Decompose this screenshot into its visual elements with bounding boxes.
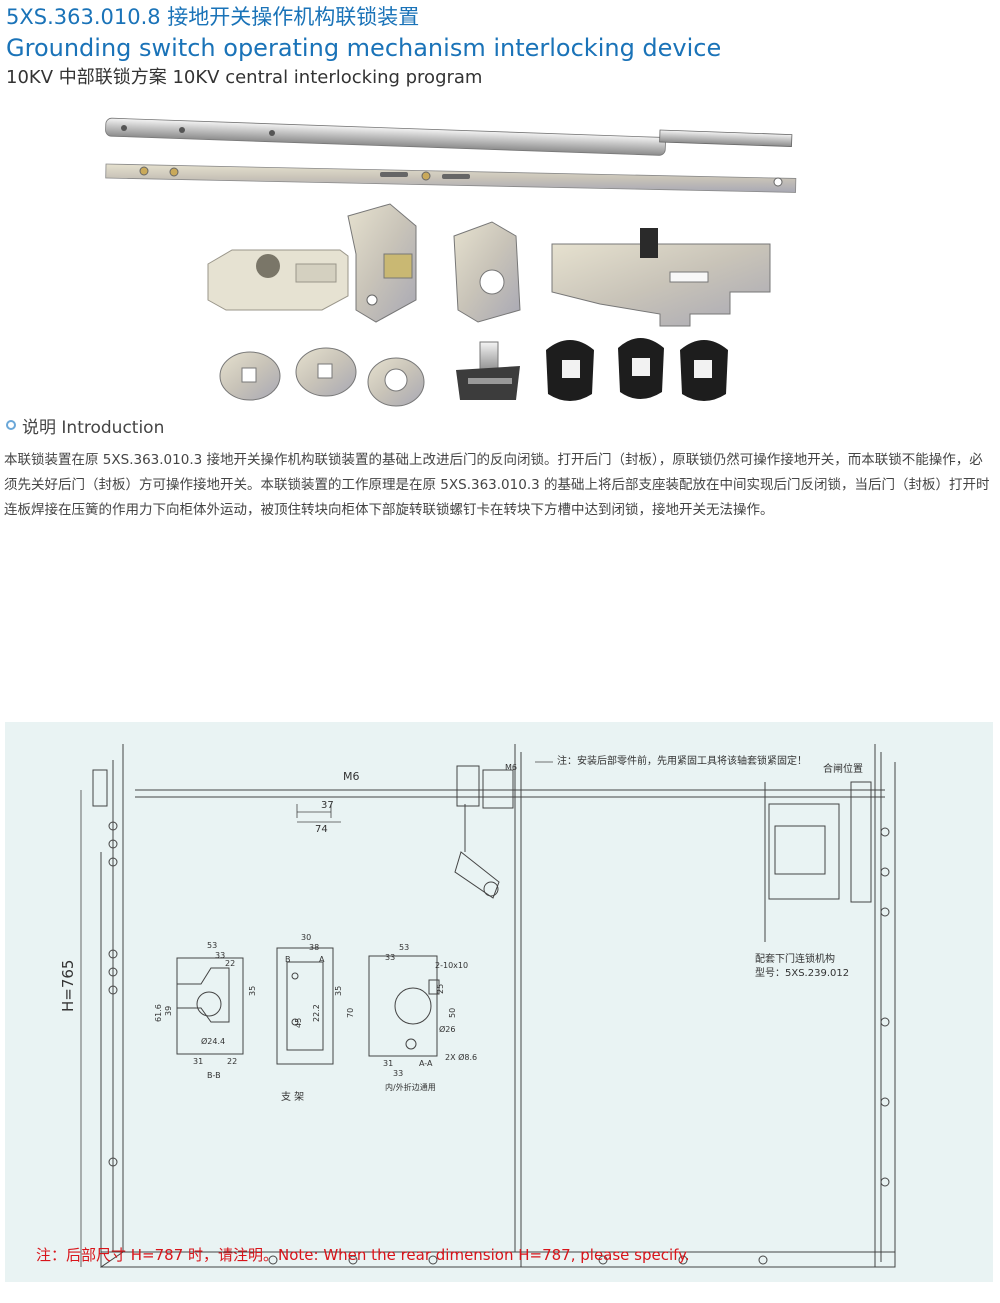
footer-note: 注：后部尺寸 H=787 时，请注明。Note: When the rear d…: [36, 1246, 690, 1264]
dim-text: 38: [309, 943, 319, 952]
dim-text: 39: [164, 1006, 173, 1016]
spring-bracket: [347, 203, 417, 323]
height-label: H=765: [59, 960, 77, 1012]
plate-bracket: [453, 221, 521, 323]
intro-heading: 说明 Introduction: [6, 412, 164, 438]
dim-74: 74: [315, 824, 328, 835]
m6-label: M6: [343, 770, 360, 783]
dim-text: 30: [301, 933, 311, 942]
dim-text: 50: [448, 1008, 457, 1018]
dim-text: 35: [334, 986, 343, 996]
dim-text: 33: [215, 951, 225, 960]
circle-bullet-icon: [6, 420, 16, 430]
technical-drawing-svg: H=765 M6 37 74 注：安装后部零件前，先用紧固工具将该轴套锁紧固定！…: [59, 744, 896, 1268]
dim-text: 61.6: [154, 1004, 163, 1022]
key-handle: [456, 341, 520, 400]
closing-position: 合闸位置: [823, 762, 863, 775]
large-frame: [551, 228, 771, 327]
dim-text: 2-10x10: [435, 961, 468, 970]
matching-mechanism: 配套下门连锁机构: [755, 952, 835, 965]
subtitle: 10KV 中部联锁方案 10KV central interlocking pr…: [6, 67, 483, 88]
product-photos: [105, 117, 797, 407]
dim-text: 内/外折边通用: [385, 1082, 436, 1092]
dim-text: B-B: [207, 1071, 221, 1080]
dim-text: Ø24.4: [201, 1036, 225, 1046]
dim-37: 37: [321, 800, 334, 811]
plastic-lock-block: [207, 249, 349, 311]
dim-text: Ø26: [439, 1024, 455, 1034]
dim-text: 33: [385, 953, 395, 962]
bracket-label: 支 架: [281, 1091, 304, 1103]
m6-small: M6: [505, 763, 517, 772]
dim-text: B: [285, 955, 291, 964]
dim-text: 53: [399, 943, 409, 952]
dim-text: 53: [207, 941, 217, 950]
black-knobs: [546, 338, 728, 401]
dim-text: A: [319, 955, 325, 964]
dim-text: 2X Ø8.6: [445, 1052, 477, 1062]
intro-paragraph: 本联锁装置在原 5XS.363.010.3 接地开关操作机构联锁装置的基础上改进…: [4, 452, 990, 518]
intro-heading-text: 说明 Introduction: [22, 417, 165, 438]
dim-text: 25: [436, 984, 445, 994]
dim-text: 45: [294, 1018, 303, 1028]
connecting-bar: [105, 163, 797, 193]
dim-text: 35: [248, 986, 257, 996]
washers: [219, 347, 425, 407]
title-en: Grounding switch operating mechanism int…: [6, 34, 722, 62]
technical-drawing: H=765 M6 37 74 注：安装后部零件前，先用紧固工具将该轴套锁紧固定！…: [5, 722, 993, 1282]
model-number: 型号：5XS.239.012: [755, 966, 849, 979]
dim-text: 31: [383, 1059, 393, 1068]
dim-text: 22.2: [312, 1004, 321, 1022]
long-shaft: [105, 117, 793, 156]
dim-text: 22: [227, 1057, 237, 1066]
dim-text: A-A: [419, 1059, 433, 1068]
top-note: 注：安装后部零件前，先用紧固工具将该轴套锁紧固定！: [557, 754, 807, 767]
dim-text: 31: [193, 1057, 203, 1066]
title-cn: 5XS.363.010.8 接地开关操作机构联锁装置: [6, 5, 420, 29]
dim-text: 22: [225, 959, 235, 968]
dim-text: 33: [393, 1069, 403, 1078]
dim-text: 70: [346, 1008, 355, 1018]
